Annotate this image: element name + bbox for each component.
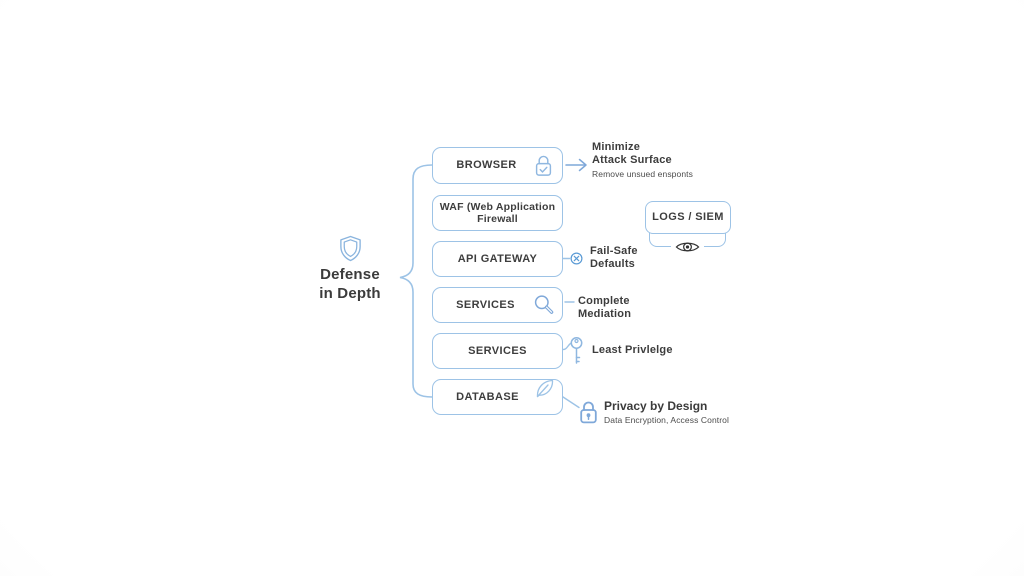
- logs-siem-box: LOGS / SIEM: [645, 201, 731, 234]
- eye-icon: [671, 239, 704, 255]
- layer-box-browser: BROWSER: [432, 147, 563, 184]
- layer-label: SERVICES: [456, 298, 515, 311]
- key-icon: [569, 336, 584, 366]
- annotation-fail-safe-defaults: Fail-Safe Defaults: [590, 245, 638, 271]
- annotation-line: Least Privlelge: [592, 344, 673, 356]
- layer-box-services-2: SERVICES: [432, 333, 563, 369]
- curly-brace: [399, 164, 433, 398]
- waf-label-line-2: Firewall: [477, 213, 518, 225]
- magnifier-icon: [532, 293, 556, 317]
- annotation-line: Minimize: [592, 141, 641, 153]
- layer-label: DATABASE: [456, 390, 519, 403]
- layer-label: SERVICES: [468, 344, 527, 357]
- diagram-title: Defense in Depth: [298, 266, 402, 303]
- annotation-line: Mediation: [578, 308, 632, 320]
- annotation-title: Privacy by Design: [604, 399, 708, 413]
- annotation-line: Fail-Safe: [590, 245, 638, 257]
- annotation-note: Remove unsued ensponts: [592, 169, 693, 179]
- shield-icon: [338, 235, 363, 262]
- padlock-icon: [578, 399, 599, 426]
- layer-label: API GATEWAY: [457, 252, 538, 265]
- layer-box-api-gateway: API GATEWAY: [432, 241, 563, 277]
- title-line-2: in Depth: [319, 284, 381, 302]
- annotation-least-privilege: Least Privlelge: [592, 344, 673, 357]
- layer-label: WAF (Web Application Firewall: [440, 201, 555, 226]
- logs-siem-label: LOGS / SIEM: [652, 211, 724, 224]
- annotation-complete-mediation: Complete Mediation: [578, 295, 631, 321]
- title-line-1: Defense: [320, 266, 380, 283]
- leaf-icon: [533, 377, 556, 400]
- waf-label-line-1: WAF (Web Application: [439, 200, 556, 213]
- annotation-line: Attack Surface: [592, 154, 672, 166]
- annotation-note: Data Encryption, Access Control: [604, 415, 729, 425]
- arrow-right-icon: [565, 158, 587, 172]
- annotation-line: Defaults: [590, 258, 635, 270]
- annotation-privacy-by-design: Privacy by Design Data Encryption, Acces…: [604, 399, 729, 425]
- lock-check-icon: [532, 153, 555, 179]
- layer-label: BROWSER: [456, 159, 517, 172]
- annotation-minimize-attack-surface: Minimize Attack Surface Remove unsued en…: [592, 141, 693, 179]
- layer-box-waf: WAF (Web Application Firewall: [432, 195, 563, 231]
- circle-x-icon: [570, 252, 583, 265]
- annotation-line: Complete: [578, 295, 630, 307]
- layer-box-services-1: SERVICES: [432, 287, 563, 323]
- layer-box-database: DATABASE: [432, 379, 563, 415]
